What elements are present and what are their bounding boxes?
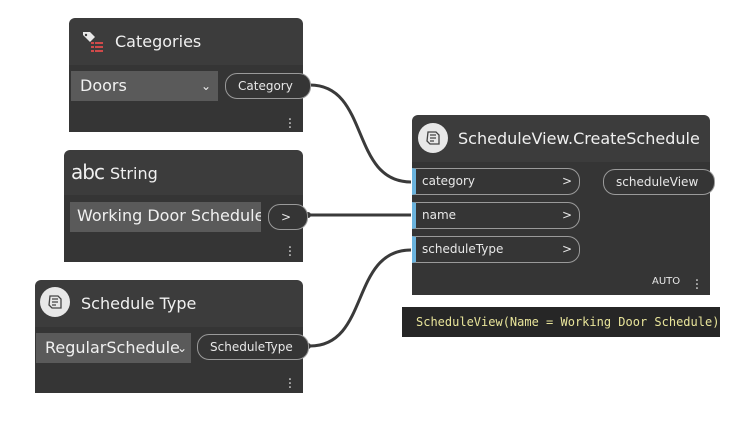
node-menu-icon[interactable]: ... (287, 236, 293, 260)
output-port-scheduleview[interactable]: scheduleView (603, 169, 715, 195)
node-title: Schedule Type (81, 294, 197, 313)
create-schedule-node[interactable]: ScheduleView.CreateSchedule category > n… (412, 115, 715, 295)
schedule-type-node[interactable]: Schedule Type RegularSchedule ⌄ Schedule… (35, 280, 309, 393)
abc-icon: abc (71, 160, 105, 184)
node-header[interactable]: Schedule Type (35, 280, 303, 327)
lacing-label[interactable]: AUTO (652, 276, 681, 287)
node-preview-bubble: ScheduleView(Name = Working Door Schedul… (402, 307, 720, 337)
node-title: String (110, 164, 158, 183)
string-node[interactable]: abc String Working Door Schedule > ... (64, 150, 308, 262)
input-port-category[interactable]: category > (412, 168, 580, 195)
node-menu-icon[interactable]: ... (287, 108, 293, 132)
node-menu-icon[interactable]: ... (287, 368, 293, 392)
node-title: ScheduleView.CreateSchedule (458, 129, 700, 148)
chevron-down-icon: ⌄ (200, 79, 211, 93)
wire-category (309, 83, 412, 184)
output-port-string[interactable]: > (268, 204, 308, 230)
node-header[interactable]: Categories (69, 18, 303, 65)
categories-tag-icon (81, 30, 105, 58)
node-menu-icon[interactable]: ... (694, 269, 700, 293)
schedule-icon (418, 123, 448, 153)
schedule-icon (40, 287, 70, 317)
dropdown-value: RegularSchedule (45, 338, 180, 357)
input-port-name[interactable]: name > (412, 202, 580, 229)
input-port-scheduletype[interactable]: scheduleType > (412, 236, 580, 263)
categories-node[interactable]: Categories Doors ⌄ Category ... (69, 18, 311, 132)
wire-scheduletype (309, 248, 412, 348)
string-input[interactable]: Working Door Schedule (70, 202, 261, 232)
category-dropdown[interactable]: Doors ⌄ (71, 71, 218, 101)
node-header[interactable]: ScheduleView.CreateSchedule (412, 115, 710, 162)
node-title: Categories (115, 32, 202, 51)
schedule-type-dropdown[interactable]: RegularSchedule ⌄ (36, 333, 191, 363)
node-header[interactable]: abc String (64, 150, 303, 195)
output-port-scheduletype[interactable]: ScheduleType (197, 334, 309, 360)
chevron-down-icon: ⌄ (176, 341, 187, 355)
dropdown-value: Doors (80, 76, 127, 95)
output-port-category[interactable]: Category (225, 73, 311, 99)
